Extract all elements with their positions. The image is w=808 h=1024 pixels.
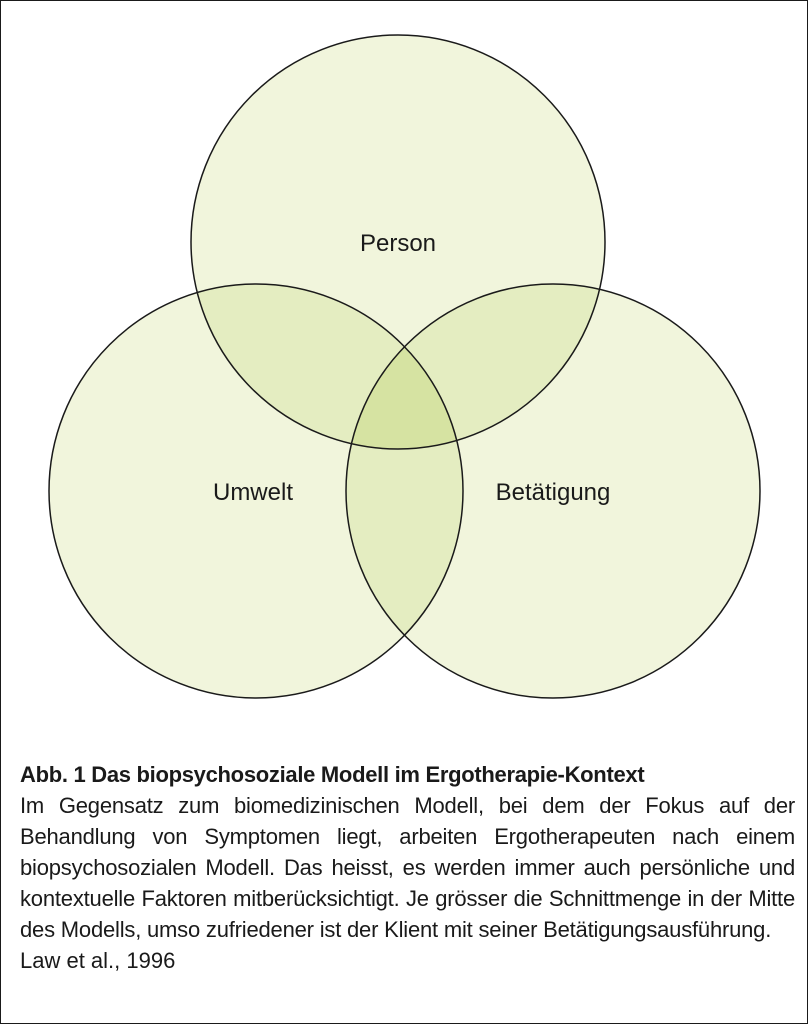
betaetigung-label: Betätigung bbox=[496, 479, 611, 506]
umwelt-circle-outline bbox=[48, 283, 464, 699]
betaetigung-circle-outline bbox=[345, 283, 761, 699]
figure-caption: Abb. 1 Das biopsychosoziale Modell im Er… bbox=[20, 759, 795, 976]
venn-diagram: Person Umwelt Betätigung bbox=[48, 34, 761, 699]
person-betaetigung-overlap bbox=[346, 284, 605, 449]
caption-body: Im Gegensatz zum biomedizinischen Modell… bbox=[20, 793, 795, 942]
caption-source: Law et al., 1996 bbox=[20, 948, 176, 973]
person-label: Person bbox=[360, 230, 436, 257]
person-umwelt-overlap bbox=[191, 284, 463, 449]
umwelt-label: Umwelt bbox=[213, 479, 293, 506]
person-circle-outline bbox=[190, 34, 606, 450]
caption-title: Abb. 1 Das biopsychosoziale Modell im Er… bbox=[20, 762, 645, 787]
